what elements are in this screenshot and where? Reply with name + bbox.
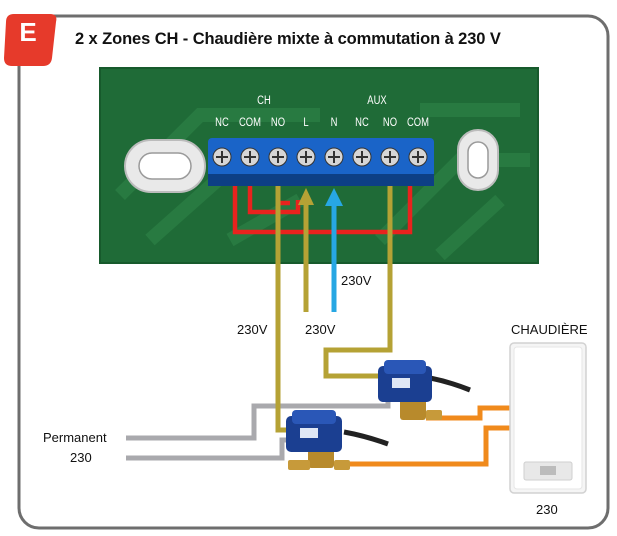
terminal-label-com-2: COM (406, 117, 430, 129)
olive-arrow (298, 188, 314, 205)
group-label-ch: CH (257, 95, 271, 107)
boiler-caption: 230 (536, 502, 558, 517)
terminal-label-nc-2: NC (355, 117, 369, 129)
terminal-label-nc-1: NC (215, 117, 229, 129)
voltage-label-center: 230V (305, 322, 336, 337)
section-badge-letter: E (19, 17, 37, 47)
voltage-label-neutral: 230V (341, 273, 372, 288)
terminal-block (208, 138, 434, 186)
blue-arrow (325, 188, 343, 206)
group-label-aux: AUX (367, 95, 387, 107)
valve-cables (343, 375, 471, 447)
terminal-label-com-1: COM (238, 117, 262, 129)
diagram-title: 2 x Zones CH - Chaudière mixte à commuta… (75, 30, 501, 48)
mounting-slot-right (457, 129, 499, 191)
boiler (509, 342, 587, 494)
zone-valve-upper (378, 360, 442, 420)
supply-label-permanent: Permanent (43, 430, 107, 445)
zone-valve-lower (286, 410, 350, 470)
orange-boiler-wires (350, 405, 512, 467)
terminal-label-n: N (330, 117, 338, 129)
terminal-label-l: L (303, 117, 309, 129)
supply-label-voltage: 230 (70, 450, 92, 465)
mounting-slot-left (124, 139, 206, 193)
voltage-label-left: 230V (237, 322, 268, 337)
terminal-label-no-2: NO (382, 117, 398, 129)
terminal-label-no-1: NO (270, 117, 286, 129)
badge-shape (4, 14, 57, 66)
boiler-label: CHAUDIÈRE (511, 322, 588, 337)
